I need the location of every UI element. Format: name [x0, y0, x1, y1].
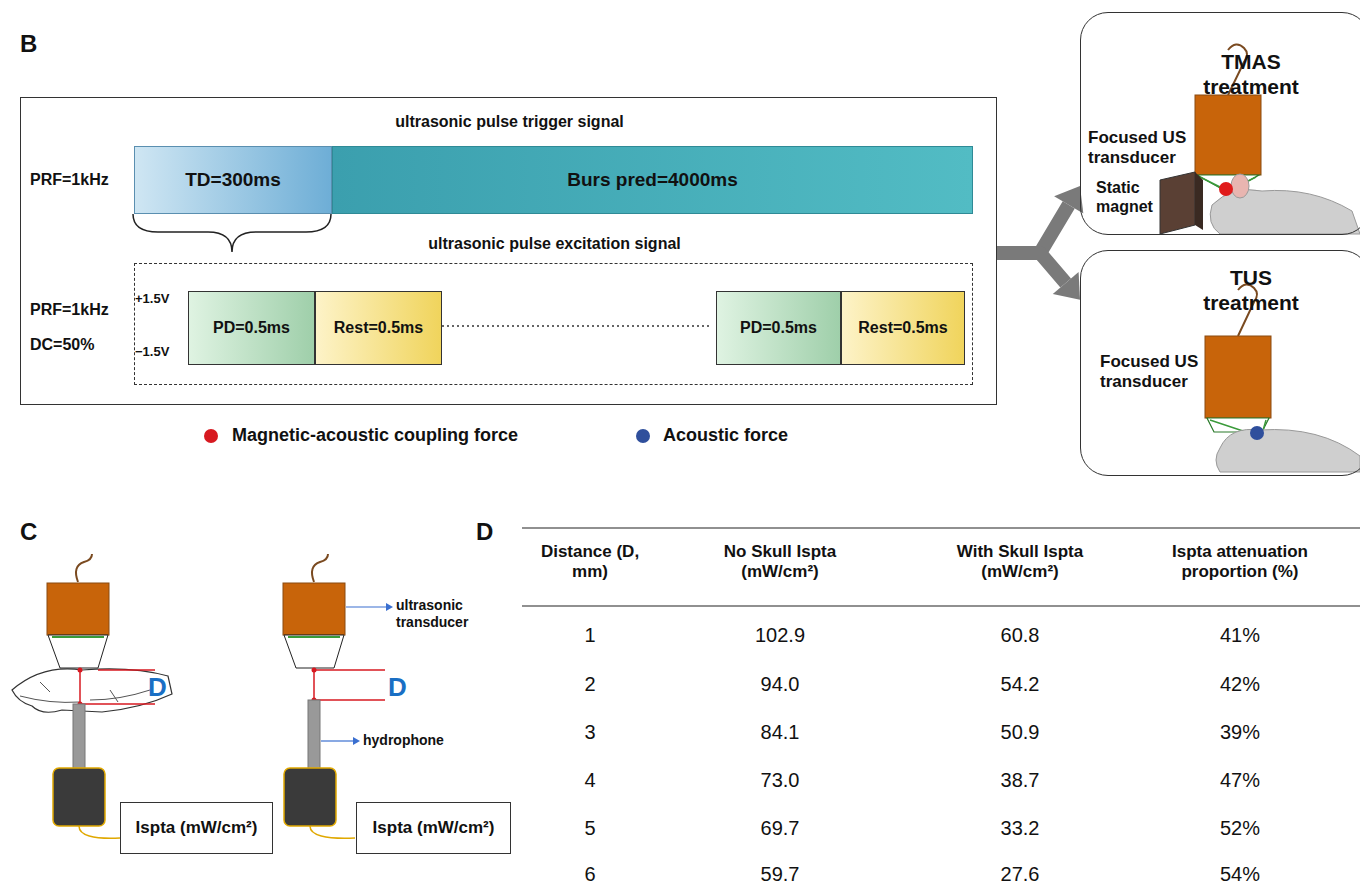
table-cell: 39%: [1180, 720, 1300, 744]
node-text: Ispta (mW/cm²): [369, 818, 499, 838]
legend-swatch: [204, 429, 218, 443]
table-cell: 50.9: [960, 720, 1080, 744]
table-cell: 60.8: [960, 623, 1080, 647]
label: −1.5V: [135, 344, 169, 360]
table-header: No Skull Ispta (mW/cm²): [690, 542, 870, 583]
table-header: With Skull Ispta (mW/cm²): [930, 542, 1110, 583]
table-cell: 38.7: [960, 768, 1080, 792]
node-text: Ispta (mW/cm²): [132, 818, 262, 838]
label: Focused US transducer: [1100, 352, 1210, 393]
table-cell: 6: [530, 862, 650, 886]
node-text: Burs pred=4000ms: [563, 169, 742, 192]
legend-swatch: [636, 429, 650, 443]
table-cell: 2: [530, 672, 650, 696]
label: B: [20, 30, 37, 59]
label: PRF=1kHz: [30, 170, 109, 189]
readout-box: Ispta (mW/cm²): [120, 802, 273, 854]
rest-box: Rest=0.5ms: [841, 291, 965, 365]
pulse-box: PD=0.5ms: [188, 291, 315, 365]
label: Static magnet: [1096, 178, 1166, 216]
node-text: Rest=0.5ms: [854, 318, 951, 337]
node-text: PD=0.5ms: [209, 318, 294, 337]
label: hydrophone: [363, 732, 444, 749]
table-cell: 47%: [1180, 768, 1300, 792]
rest-box: Rest=0.5ms: [315, 291, 442, 365]
label: D: [476, 518, 493, 547]
label: PRF=1kHz: [30, 300, 109, 319]
table-cell: 84.1: [720, 720, 840, 744]
table-cell: 4: [530, 768, 650, 792]
label: +1.5V: [135, 291, 169, 307]
table-cell: 54.2: [960, 672, 1080, 696]
table-cell: 1: [530, 623, 650, 647]
node-text: Rest=0.5ms: [330, 318, 427, 337]
table-cell: 73.0: [720, 768, 840, 792]
burst-bar: Burs pred=4000ms: [332, 146, 973, 214]
node-text: TMAS treatment: [1181, 49, 1321, 99]
label: C: [20, 518, 37, 547]
table-header: Distance (D, mm): [530, 542, 650, 583]
table-cell: 41%: [1180, 623, 1300, 647]
label: DC=50%: [30, 335, 94, 354]
table-cell: 59.7: [720, 862, 840, 886]
table-cell: 42%: [1180, 672, 1300, 696]
node-text: TUS treatment: [1181, 265, 1321, 315]
excitation-box: ultrasonic pulse excitation signalPD=0.5…: [134, 263, 973, 385]
node-text: PD=0.5ms: [736, 318, 821, 337]
legend-text: Acoustic force: [663, 425, 788, 447]
label: ultrasonic transducer: [396, 597, 496, 631]
table-cell: 54%: [1180, 862, 1300, 886]
table-cell: 3: [530, 720, 650, 744]
branch-arrow: [997, 186, 1083, 253]
label: D: [388, 672, 407, 703]
table-cell: 94.0: [720, 672, 840, 696]
table-cell: 27.6: [960, 862, 1080, 886]
table-cell: 5: [530, 816, 650, 840]
delay-bar: TD=300ms: [134, 146, 332, 214]
table-cell: 69.7: [720, 816, 840, 840]
readout-box: Ispta (mW/cm²): [356, 802, 511, 854]
branch-arrow: [997, 253, 1080, 300]
table-cell: 102.9: [720, 623, 840, 647]
node-text: ultrasonic pulse trigger signal: [21, 112, 998, 131]
pulse-box: PD=0.5ms: [716, 291, 841, 365]
label: Focused US transducer: [1088, 128, 1208, 169]
table-header: Ispta attenuation proportion (%): [1155, 542, 1325, 583]
table-cell: 33.2: [960, 816, 1080, 840]
node-text: TD=300ms: [181, 169, 285, 192]
label: D: [148, 672, 167, 703]
legend-text: Magnetic-acoustic coupling force: [232, 425, 518, 447]
node-text: ultrasonic pulse excitation signal: [135, 234, 974, 253]
table-cell: 52%: [1180, 816, 1300, 840]
